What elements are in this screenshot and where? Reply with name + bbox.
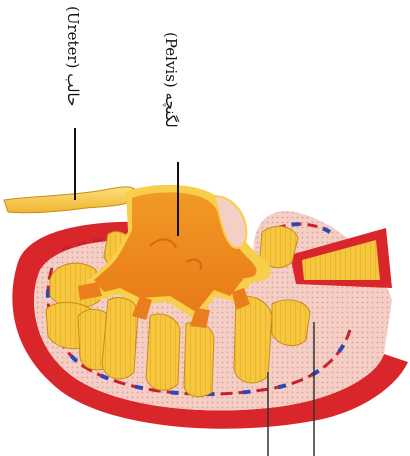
pelvis-label: (Pelvis) لگنچه (162, 32, 180, 128)
pyramid (146, 314, 180, 390)
pyramid (234, 296, 272, 383)
ureter-label: (Ureter) حالب (64, 6, 82, 106)
pyramid (184, 322, 214, 397)
pyramid (102, 298, 138, 379)
ureter (4, 187, 140, 213)
pyramid (272, 300, 310, 346)
